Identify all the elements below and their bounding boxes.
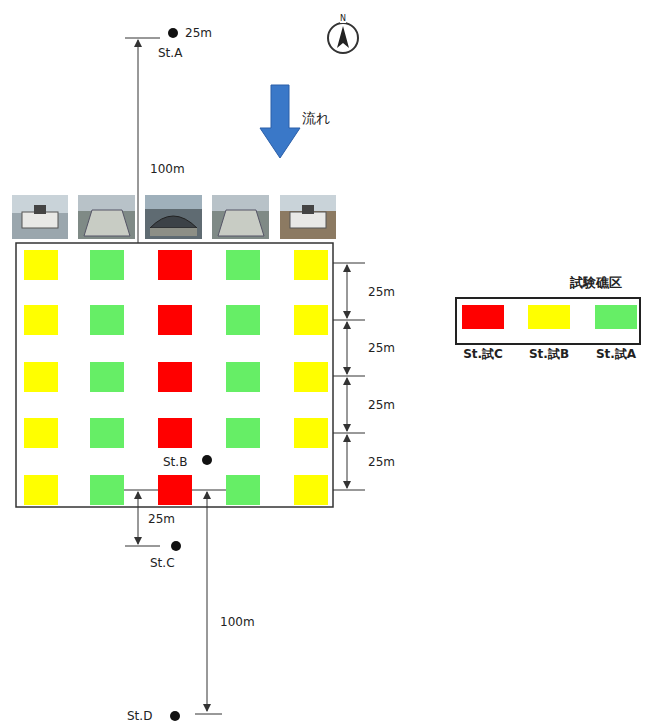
map-label: 25m	[148, 512, 175, 526]
test-area	[16, 243, 333, 507]
map-label: 25m	[368, 341, 395, 355]
station-dot	[202, 455, 212, 465]
map-label: St.C	[150, 556, 175, 570]
legend-label: St.試C	[463, 347, 503, 361]
reef-block	[90, 305, 124, 335]
reef-block	[294, 305, 328, 335]
map-label: 25m	[368, 455, 395, 469]
map-label: 25m	[368, 398, 395, 412]
legend-swatch	[462, 305, 504, 329]
reef-block	[226, 418, 260, 448]
station-dot	[168, 28, 178, 38]
map-label: St.D	[127, 709, 152, 723]
reef-photos	[12, 195, 336, 239]
station-dot	[171, 541, 181, 551]
legend-swatch	[595, 305, 637, 329]
map-label: 25m	[368, 285, 395, 299]
reef-block	[158, 418, 192, 448]
reef-block	[226, 250, 260, 280]
map-label: 25m	[185, 26, 212, 40]
compass-letter: N	[340, 14, 346, 23]
map-label: St.A	[158, 46, 182, 60]
map-label: 100m	[150, 162, 185, 176]
north-compass	[328, 23, 358, 53]
legend-label: St.試A	[596, 347, 636, 361]
reef-block	[294, 475, 328, 505]
map-label: 100m	[220, 615, 255, 629]
reef-block	[24, 250, 58, 280]
reef-grid	[24, 250, 328, 505]
station-dot	[170, 711, 180, 721]
map-label: St.B	[163, 455, 187, 469]
flow-arrow	[260, 85, 300, 158]
legend-frame	[456, 298, 640, 344]
reef-block	[226, 475, 260, 505]
reef-block	[158, 250, 192, 280]
reef-block	[90, 250, 124, 280]
legend-title: 試験礁区	[570, 276, 622, 290]
reef-block	[294, 362, 328, 392]
reef-block	[24, 418, 58, 448]
reef-block	[226, 362, 260, 392]
reef-block	[90, 362, 124, 392]
reef-block	[90, 475, 124, 505]
reef-block	[24, 362, 58, 392]
reef-block	[90, 418, 124, 448]
reef-block	[294, 250, 328, 280]
legend-swatch	[528, 305, 570, 329]
legend-label: St.試B	[529, 347, 569, 361]
map-label: 流れ	[302, 111, 330, 125]
reef-block	[158, 475, 192, 505]
reef-block	[226, 305, 260, 335]
reef-block	[158, 305, 192, 335]
reef-block	[158, 362, 192, 392]
reef-block	[294, 418, 328, 448]
reef-block	[24, 475, 58, 505]
reef-block	[24, 305, 58, 335]
